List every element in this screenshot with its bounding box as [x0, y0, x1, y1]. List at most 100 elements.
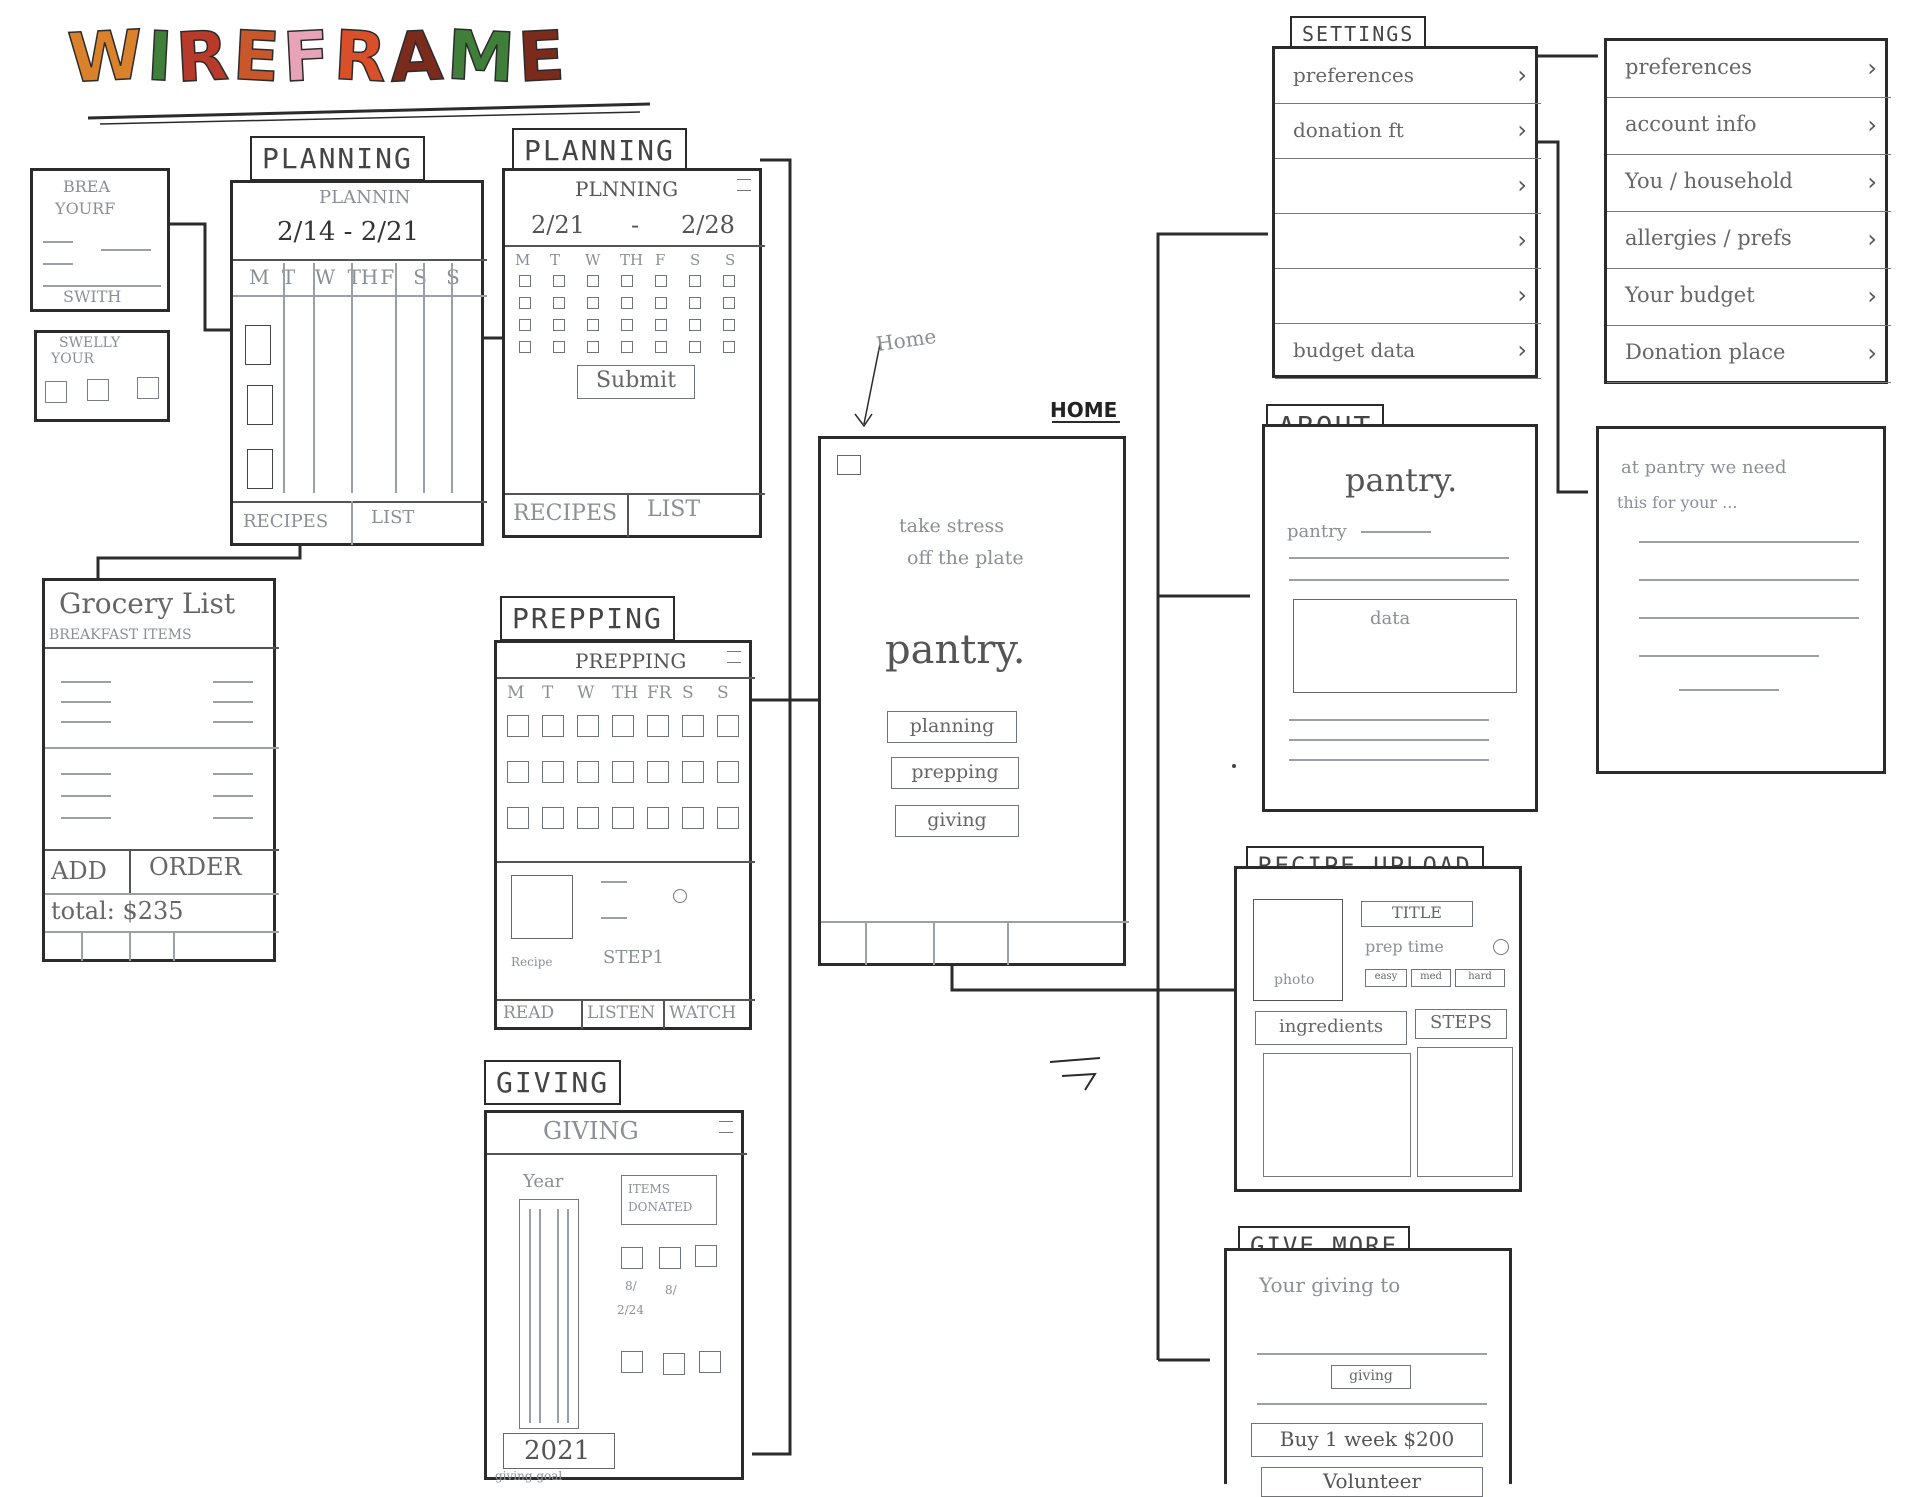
day-checkbox[interactable] [655, 297, 667, 309]
day-checkbox[interactable] [587, 319, 599, 331]
menu-row[interactable]: › [1275, 159, 1541, 214]
planning1-slot-1[interactable] [245, 325, 271, 365]
day-checkbox[interactable] [647, 761, 669, 783]
planning1-slot-2[interactable] [247, 385, 273, 425]
crown-icon [837, 455, 861, 475]
menu-row[interactable]: donation ft› [1275, 104, 1541, 159]
day-checkbox[interactable] [682, 715, 704, 737]
day-checkbox[interactable] [577, 761, 599, 783]
menu-icon[interactable] [719, 1121, 733, 1133]
small-card-1: BREA YOURF SWITH [30, 168, 170, 312]
menu-row[interactable]: Your budget› [1607, 269, 1891, 326]
menu-row[interactable]: account info› [1607, 98, 1891, 155]
day-checkbox[interactable] [519, 297, 531, 309]
day-checkbox[interactable] [647, 715, 669, 737]
day-checkbox[interactable] [689, 341, 701, 353]
day-checkbox[interactable] [507, 715, 529, 737]
menu-icon[interactable] [737, 179, 751, 191]
home-prepping-button[interactable]: prepping [891, 757, 1019, 789]
menu-row[interactable]: preferences› [1275, 49, 1541, 104]
day-checkbox[interactable] [655, 341, 667, 353]
day-checkbox[interactable] [723, 319, 735, 331]
home-planning-button[interactable]: planning [887, 711, 1017, 743]
recipe-ingredients-field[interactable]: ingredients [1255, 1011, 1407, 1045]
prepping-recipe-label: Recipe [511, 955, 553, 969]
day-checkbox[interactable] [689, 275, 701, 287]
day-checkbox[interactable] [689, 297, 701, 309]
day-checkbox[interactable] [507, 761, 529, 783]
planning1-slot-3[interactable] [247, 449, 273, 489]
day-checkbox[interactable] [577, 715, 599, 737]
prepping-tab-listen[interactable]: LISTEN [587, 1003, 656, 1023]
recipe-title-field[interactable]: TITLE [1361, 901, 1473, 927]
menu-row[interactable]: › [1275, 269, 1541, 324]
day-checkbox[interactable] [519, 275, 531, 287]
day-checkbox[interactable] [587, 341, 599, 353]
day-checkbox[interactable] [587, 297, 599, 309]
day-checkbox[interactable] [542, 715, 564, 737]
day-checkbox[interactable] [553, 341, 565, 353]
day-checkbox[interactable] [507, 807, 529, 829]
day-checkbox[interactable] [542, 807, 564, 829]
menu-icon[interactable] [727, 651, 741, 663]
menu-row[interactable]: › [1275, 214, 1541, 269]
give-more-buy-button[interactable]: Buy 1 week $200 [1251, 1423, 1483, 1457]
day-checkbox[interactable] [717, 715, 739, 737]
day-checkbox[interactable] [621, 275, 633, 287]
prepping-tab-watch[interactable]: WATCH [669, 1003, 737, 1023]
recipe-steps-field[interactable]: STEPS [1415, 1009, 1507, 1039]
day-checkbox[interactable] [553, 319, 565, 331]
day-checkbox[interactable] [689, 319, 701, 331]
day-checkbox[interactable] [612, 807, 634, 829]
submit-button[interactable]: Submit [577, 365, 695, 399]
menu-row[interactable]: preferences› [1607, 41, 1891, 98]
day-checkbox[interactable] [553, 297, 565, 309]
day-checkbox[interactable] [655, 275, 667, 287]
planning2-tab-list[interactable]: LIST [647, 497, 701, 522]
home-giving-button[interactable]: giving [895, 805, 1019, 837]
day-label: S [725, 251, 736, 269]
day-checkbox[interactable] [723, 297, 735, 309]
giving-year-selector[interactable]: 2021 [503, 1433, 615, 1469]
day-checkbox[interactable] [621, 297, 633, 309]
planning2-tab-recipes[interactable]: RECIPES [513, 501, 618, 526]
day-checkbox[interactable] [553, 275, 565, 287]
grocery-add-button[interactable]: ADD [51, 857, 107, 885]
day-checkbox[interactable] [621, 341, 633, 353]
difficulty-easy[interactable]: easy [1365, 969, 1407, 987]
day-checkbox[interactable] [655, 319, 667, 331]
difficulty-med[interactable]: med [1411, 969, 1451, 987]
menu-row[interactable]: budget data› [1275, 324, 1541, 379]
day-checkbox[interactable] [577, 807, 599, 829]
prepping-tab-read[interactable]: READ [503, 1003, 555, 1023]
day-checkbox[interactable] [612, 761, 634, 783]
day-checkbox[interactable] [612, 715, 634, 737]
give-more-giving-chip[interactable]: giving [1331, 1365, 1411, 1389]
day-checkbox[interactable] [717, 761, 739, 783]
difficulty-hard[interactable]: hard [1455, 969, 1505, 987]
day-checkbox[interactable] [542, 761, 564, 783]
day-checkbox[interactable] [587, 275, 599, 287]
menu-row[interactable]: allergies / prefs› [1607, 212, 1891, 269]
day-checkbox[interactable] [682, 761, 704, 783]
day-checkbox[interactable] [621, 319, 633, 331]
day-checkbox[interactable] [723, 275, 735, 287]
menu-row[interactable]: You / household› [1607, 155, 1891, 212]
give-more-screen: Your giving to giving Buy 1 week $200 Vo… [1224, 1248, 1512, 1497]
day-checkbox[interactable] [723, 341, 735, 353]
planning1-tab-recipes[interactable]: RECIPES [243, 511, 329, 532]
grocery-order-button[interactable]: ORDER [149, 853, 242, 881]
menu-row-label: Donation place [1625, 339, 1786, 364]
planning1-tab-list[interactable]: LIST [371, 507, 415, 528]
chevron-right-icon: › [1867, 338, 1877, 367]
day-checkbox[interactable] [647, 807, 669, 829]
menu-row[interactable]: Donation place › [1607, 326, 1891, 383]
day-checkbox[interactable] [519, 319, 531, 331]
day-checkbox[interactable] [519, 341, 531, 353]
give-more-volunteer-button[interactable]: Volunteer [1261, 1467, 1483, 1497]
day-checkbox[interactable] [717, 807, 739, 829]
giving-date-2: 2/24 [617, 1303, 644, 1317]
day-checkbox[interactable] [682, 807, 704, 829]
recipe-photo-upload[interactable]: photo [1253, 899, 1343, 1001]
